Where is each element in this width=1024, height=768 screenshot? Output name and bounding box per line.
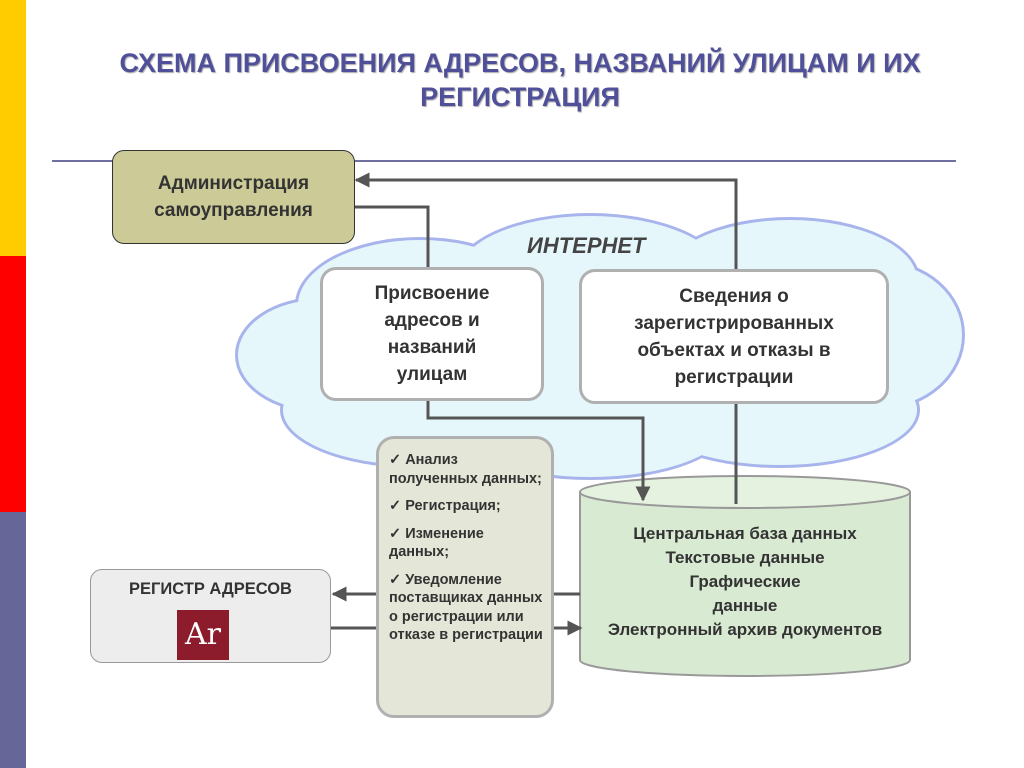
info-line-1: Сведения о (679, 285, 789, 307)
register-title: РЕГИСТР АДРЕСОВ (129, 580, 292, 598)
assign-line-4: улицам (396, 364, 468, 385)
assign-line-2: адресов и (384, 310, 480, 331)
check-icon: ✓ (389, 498, 402, 514)
tasks-box: ✓ Анализ полученных данных; ✓ Регистраци… (376, 436, 554, 718)
address-register-box: РЕГИСТР АДРЕСОВ Ar (90, 569, 331, 663)
task-text: Регистрация; (405, 498, 501, 514)
database-line: Графические (689, 572, 801, 591)
info-line-3: объектах и отказы в (637, 339, 831, 361)
admin-line-2: самоуправления (154, 200, 313, 221)
page-title: СХЕМА ПРИСВОЕНИЯ АДРЕСОВ, НАЗВАНИЙ УЛИЦА… (60, 46, 980, 114)
title-divider (52, 160, 956, 162)
connector-info-to-admin (354, 172, 738, 269)
stripe-red (0, 256, 26, 512)
info-line-2: зарегистрированных (634, 312, 834, 334)
task-text: Анализ полученных данных; (389, 452, 542, 487)
check-icon: ✓ (389, 452, 402, 468)
task-item: ✓ Анализ полученных данных; (389, 451, 543, 488)
database-text: Центральная база данных Текстовые данные… (580, 522, 910, 642)
database-line: Электронный архив документов (607, 620, 883, 639)
register-logo-icon: Ar (177, 610, 229, 660)
administration-box: Администрация самоуправления (112, 150, 355, 244)
database-line: Центральная база данных (633, 524, 857, 543)
internet-label: ИНТЕРНЕТ (527, 233, 646, 258)
title-line-1: СХЕМА ПРИСВОЕНИЯ АДРЕСОВ, НАЗВАНИЙ УЛИЦА… (119, 48, 921, 78)
assign-line-3: названий (387, 337, 477, 358)
task-item: ✓ Изменение данных; (389, 525, 543, 562)
task-item: ✓ Регистрация; (389, 497, 543, 516)
database-line: данные (712, 596, 778, 615)
info-line-4: регистрации (674, 366, 794, 388)
address-assignment-box: Присвоение адресов и названий улицам (320, 267, 544, 401)
check-icon: ✓ (389, 525, 402, 542)
database-cylinder (579, 475, 911, 677)
admin-line-1: Администрация (157, 173, 310, 194)
database-line: Текстовые данные (665, 548, 825, 567)
title-line-2: РЕГИСТРАЦИЯ (420, 82, 620, 112)
assign-line-1: Присвоение (374, 283, 490, 304)
task-item: ✓ Уведомление поставщиках данных о регис… (389, 571, 543, 645)
task-text: Изменение данных; (389, 525, 484, 561)
stripe-blue (0, 512, 26, 768)
task-text: Уведомление поставщиках данных о регистр… (389, 571, 543, 644)
connector-assign-to-database (426, 401, 651, 502)
check-icon: ✓ (389, 571, 402, 588)
stripe-yellow (0, 0, 26, 256)
registered-objects-info-box: Сведения о зарегистрированных объектах и… (579, 269, 889, 404)
connector-admin-to-assign (355, 205, 430, 268)
